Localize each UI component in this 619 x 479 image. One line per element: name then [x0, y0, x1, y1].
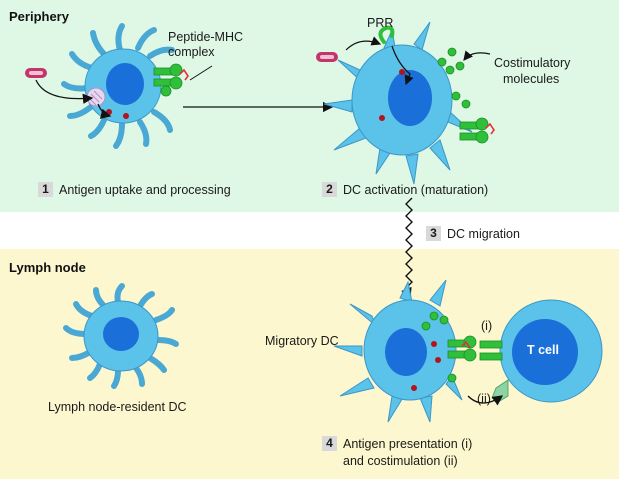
- peptide-mhc-pointer: [189, 65, 213, 81]
- mhc-molecules-4: [421, 311, 477, 383]
- prr-label: PRR: [367, 16, 394, 30]
- step-4: 4 Antigen presentation (i): [322, 436, 472, 451]
- periphery-title: Periphery: [9, 9, 69, 24]
- step-3-text: DC migration: [447, 226, 520, 241]
- step-2-number: 2: [322, 182, 337, 197]
- dc-mature-cell: [323, 21, 473, 185]
- resident-dc-label: Lymph node-resident DC: [48, 400, 187, 414]
- peptide-mhc-label-line1: Peptide-MHC: [168, 30, 244, 44]
- step-3: 3 DC migration: [426, 226, 520, 241]
- step-1-number: 1: [38, 182, 53, 197]
- step-4-text-line2: and costimulation (ii): [343, 454, 458, 468]
- lymph-node-title: Lymph node: [9, 260, 86, 275]
- antigen-1: [25, 68, 112, 119]
- step-3-number: 3: [426, 226, 441, 241]
- antigen-2: [316, 36, 382, 62]
- dc-immature-cell: [61, 23, 175, 149]
- step-4-number: 4: [322, 436, 337, 451]
- interaction-i-label: (i): [481, 319, 493, 333]
- costimulatory-label-line2: molecules: [503, 72, 560, 86]
- migration-arrow: [401, 197, 413, 300]
- migratory-dc-cell: [333, 279, 463, 423]
- costimulatory-label-line1: Costimulatory: [494, 56, 571, 70]
- peptide-mhc-label-line2: complex: [168, 45, 215, 59]
- costimulatory-molecules-2: [437, 47, 495, 144]
- migration-gap: [0, 212, 619, 249]
- step-2-text: DC activation (maturation): [343, 182, 489, 197]
- step-1: 1 Antigen uptake and processing: [38, 182, 231, 197]
- lymph-node-resident-dc: [63, 283, 179, 389]
- step-1-text: Antigen uptake and processing: [59, 182, 231, 197]
- mhc-molecules-1: [153, 63, 189, 97]
- t-cell: [467, 299, 603, 406]
- step-4-text-line1: Antigen presentation (i): [343, 436, 473, 451]
- interaction-ii-label: (ii): [477, 392, 491, 406]
- t-cell-label: T cell: [527, 343, 559, 357]
- migratory-dc-label: Migratory DC: [265, 334, 339, 348]
- step-2: 2 DC activation (maturation): [322, 182, 488, 197]
